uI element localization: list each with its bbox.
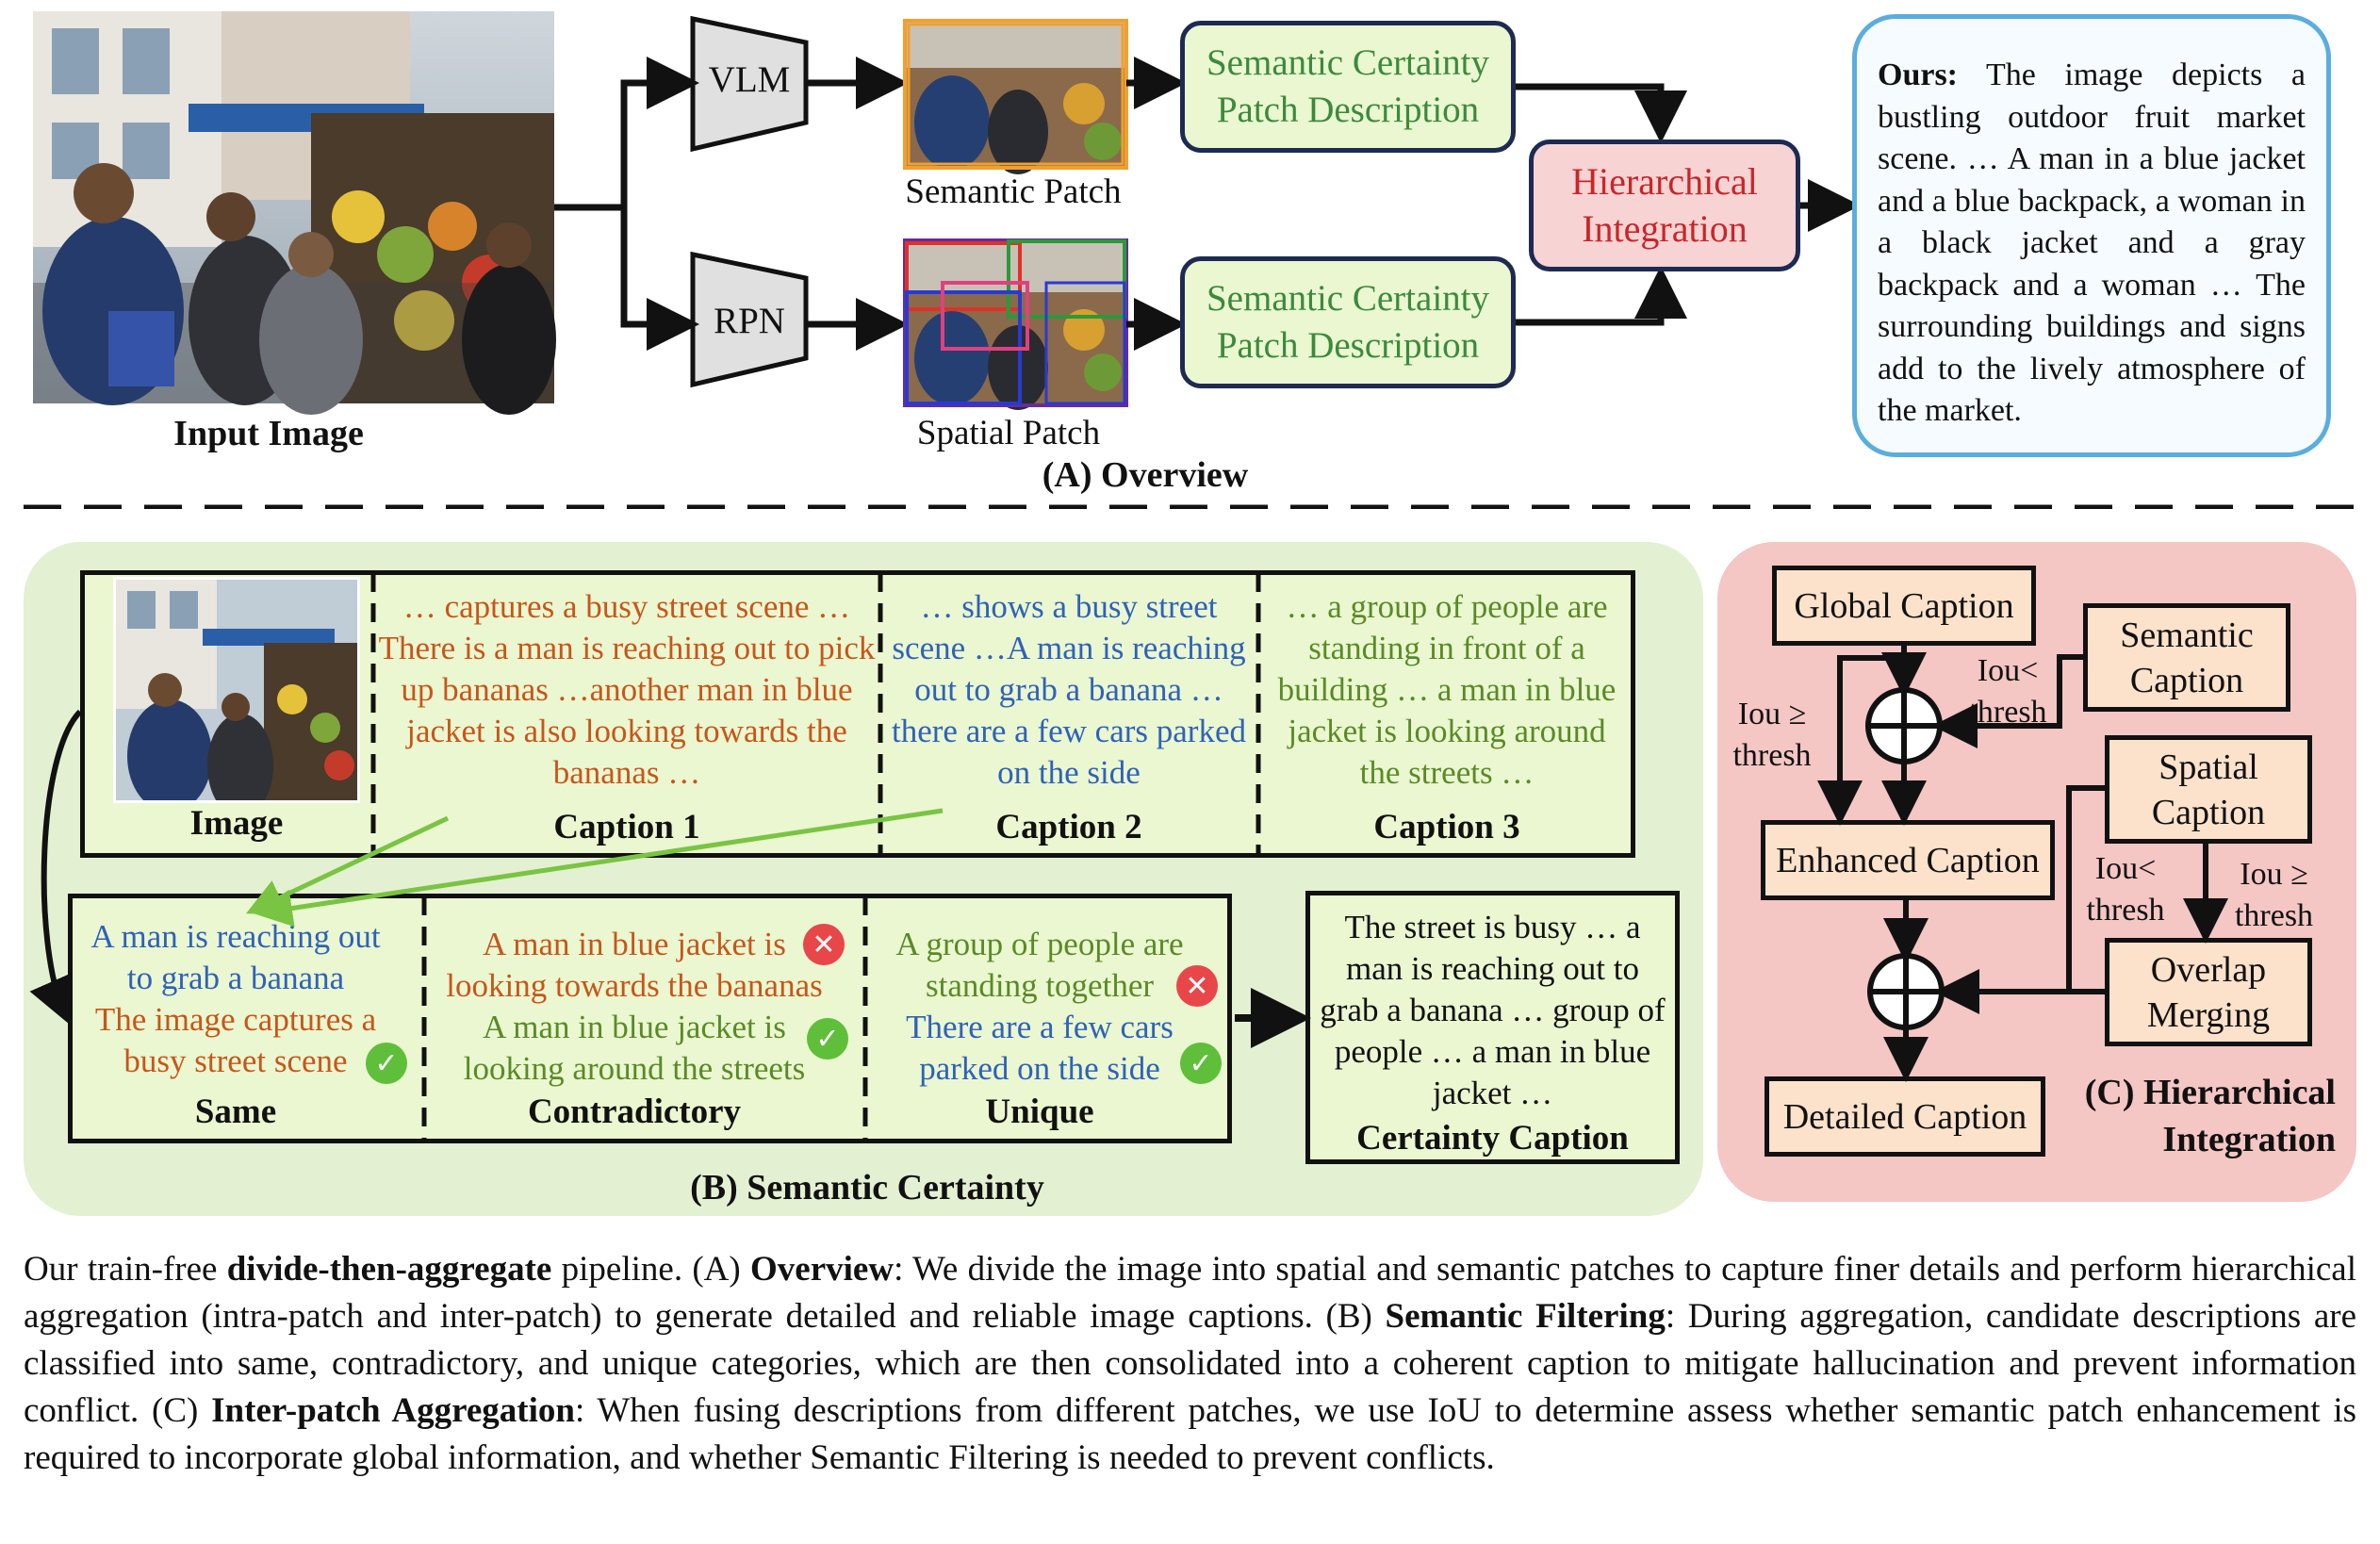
same-part-a: A man is reaching out to grab a banana — [90, 918, 381, 996]
caption3-text: … a group of people are standing in fron… — [1277, 588, 1617, 791]
caption-bold2: Overview — [750, 1250, 895, 1289]
detailed-caption-box: Detailed Caption — [1764, 1076, 2045, 1157]
arrow-desc-bot-to-hier — [1516, 266, 1687, 326]
check-icon: ✓ — [1180, 1043, 1222, 1084]
caption-part2: pipeline. (A) — [551, 1250, 751, 1289]
desc-top-line1: Semantic Certainty — [1206, 42, 1489, 83]
merge-plus-icon — [1867, 953, 1945, 1030]
vlm-label: VLM — [708, 59, 791, 100]
caption-bold3: Semantic Filtering — [1385, 1297, 1666, 1336]
caption1-part-a: … captures a busy street scene … — [402, 588, 851, 625]
cross-icon: ✕ — [803, 924, 845, 965]
classification-row-dividers — [421, 896, 868, 1141]
overview-diagram — [24, 11, 2356, 509]
iou-ge-label-1: Iou ≥ thresh — [1732, 697, 1812, 773]
desc-bot-line2: Patch Description — [1216, 325, 1480, 366]
hier-line2: Integration — [1582, 207, 1748, 250]
contra-part-b: A man in blue jacket is looking around t… — [463, 1009, 806, 1087]
caption1-label: Caption 1 — [553, 808, 700, 846]
image-label: Image — [189, 804, 284, 843]
hierarchical-title: (C) Hierarchical Integration — [2053, 1069, 2336, 1163]
global-caption-box: Global Caption — [1772, 566, 2036, 646]
semantic-patch-image — [903, 19, 1128, 174]
captions-row-dividers — [370, 573, 1261, 855]
hier-title-line2: Integration — [2162, 1120, 2336, 1159]
cross-icon: ✕ — [1176, 965, 1218, 1007]
iou-lt-label-1: Iou< thresh — [1968, 653, 2047, 730]
semantic-arrows — [29, 709, 1311, 1048]
merge-plus-icon — [1865, 687, 1943, 764]
caption2-part-a: … shows a busy street scene …A man is re… — [892, 588, 1246, 708]
spatial-caption-label: Spatial Caption — [2151, 747, 2266, 832]
input-image — [33, 11, 556, 415]
semantic-image-thumb — [113, 577, 360, 803]
unique-text: A group of people are standing together … — [875, 924, 1205, 1090]
spatial-caption-box: Spatial Caption — [2105, 735, 2312, 844]
caption1-text: … captures a busy street scene … There i… — [377, 586, 877, 794]
ours-bold-label: Ours: — [1878, 57, 1958, 92]
iou-lt-label-2: Iou< thresh — [2086, 851, 2165, 928]
hier-title-line1: (C) Hierarchical — [2084, 1073, 2336, 1112]
iou-ge-label-2: Iou ≥ thresh — [2234, 857, 2314, 933]
unique-label: Unique — [985, 1092, 1094, 1131]
arrow-desc-top-to-hier — [1516, 83, 1687, 143]
enhanced-caption-box: Enhanced Caption — [1761, 820, 2055, 900]
spatial-patch-image — [903, 238, 1128, 410]
desc-bot-line1: Semantic Certainty — [1206, 278, 1489, 319]
caption2-text: … shows a busy street scene …A man is re… — [890, 586, 1248, 794]
ours-text: The image depicts a bustling outdoor fru… — [1878, 57, 2306, 428]
same-text: A man is reaching out to grab a banana T… — [75, 916, 396, 1082]
caption-bold1: divide-then-aggregate — [226, 1250, 552, 1289]
semantic-caption-label: Semantic Caption — [2120, 615, 2254, 700]
contradictory-text: A man in blue jacket is looking towards … — [432, 924, 837, 1090]
caption-bold4: Inter-patch Aggregation — [211, 1391, 575, 1430]
overview-title: (A) Overview — [1042, 455, 1249, 495]
same-label: Same — [194, 1092, 277, 1131]
semantic-caption-box: Semantic Caption — [2083, 603, 2290, 712]
semantic-certainty-title: (B) Semantic Certainty — [690, 1168, 1044, 1207]
rpn-label: RPN — [714, 301, 785, 341]
caption2-part-b: there are a few cars parked on the side — [892, 713, 1246, 791]
unique-part-b: There are a few cars parked on the side — [906, 1009, 1174, 1087]
certainty-text: The street is busy … a man is reaching o… — [1320, 909, 1666, 1111]
arrow-image-to-rpn — [620, 207, 699, 351]
certainty-label: Certainty Caption — [1356, 1119, 1629, 1158]
overlap-merging-label: Overlap Merging — [2146, 949, 2271, 1035]
caption-part1: Our train-free — [24, 1250, 227, 1289]
figure-caption: Our train-free divide-then-aggregate pip… — [24, 1246, 2356, 1482]
semantic-patch-label: Semantic Patch — [905, 172, 1122, 211]
hier-line1: Hierarchical — [1571, 160, 1758, 203]
contradictory-label: Contradictory — [527, 1092, 742, 1131]
hierarchical-arrows — [1817, 646, 2228, 1082]
spatial-patch-label: Spatial Patch — [916, 414, 1101, 452]
caption1-part-b: There is a man is reaching out to pick u… — [378, 630, 876, 791]
input-image-label: Input Image — [173, 414, 364, 453]
arrow-image-to-vlm — [554, 57, 699, 211]
classification-row-box — [68, 894, 1232, 1143]
check-icon: ✓ — [807, 1018, 848, 1059]
ours-output-box: Ours: The image depicts a bustling outdo… — [1852, 14, 2331, 457]
caption-part5: : When fusing descriptions from differen… — [24, 1391, 2357, 1477]
contra-part-a: A man in blue jacket is looking towards … — [446, 926, 823, 1004]
caption-part3: : We divide the image into spatial and s… — [24, 1250, 2357, 1336]
caption2-label: Caption 2 — [995, 808, 1142, 846]
check-icon: ✓ — [366, 1043, 407, 1084]
same-part-b: The image captures a busy street scene — [94, 1001, 377, 1079]
caption-part4: : During aggregation, candidate descript… — [24, 1297, 2357, 1430]
unique-part-a: A group of people are standing together — [895, 926, 1184, 1004]
caption3-label: Caption 3 — [1373, 808, 1520, 846]
desc-top-line2: Patch Description — [1216, 90, 1480, 130]
